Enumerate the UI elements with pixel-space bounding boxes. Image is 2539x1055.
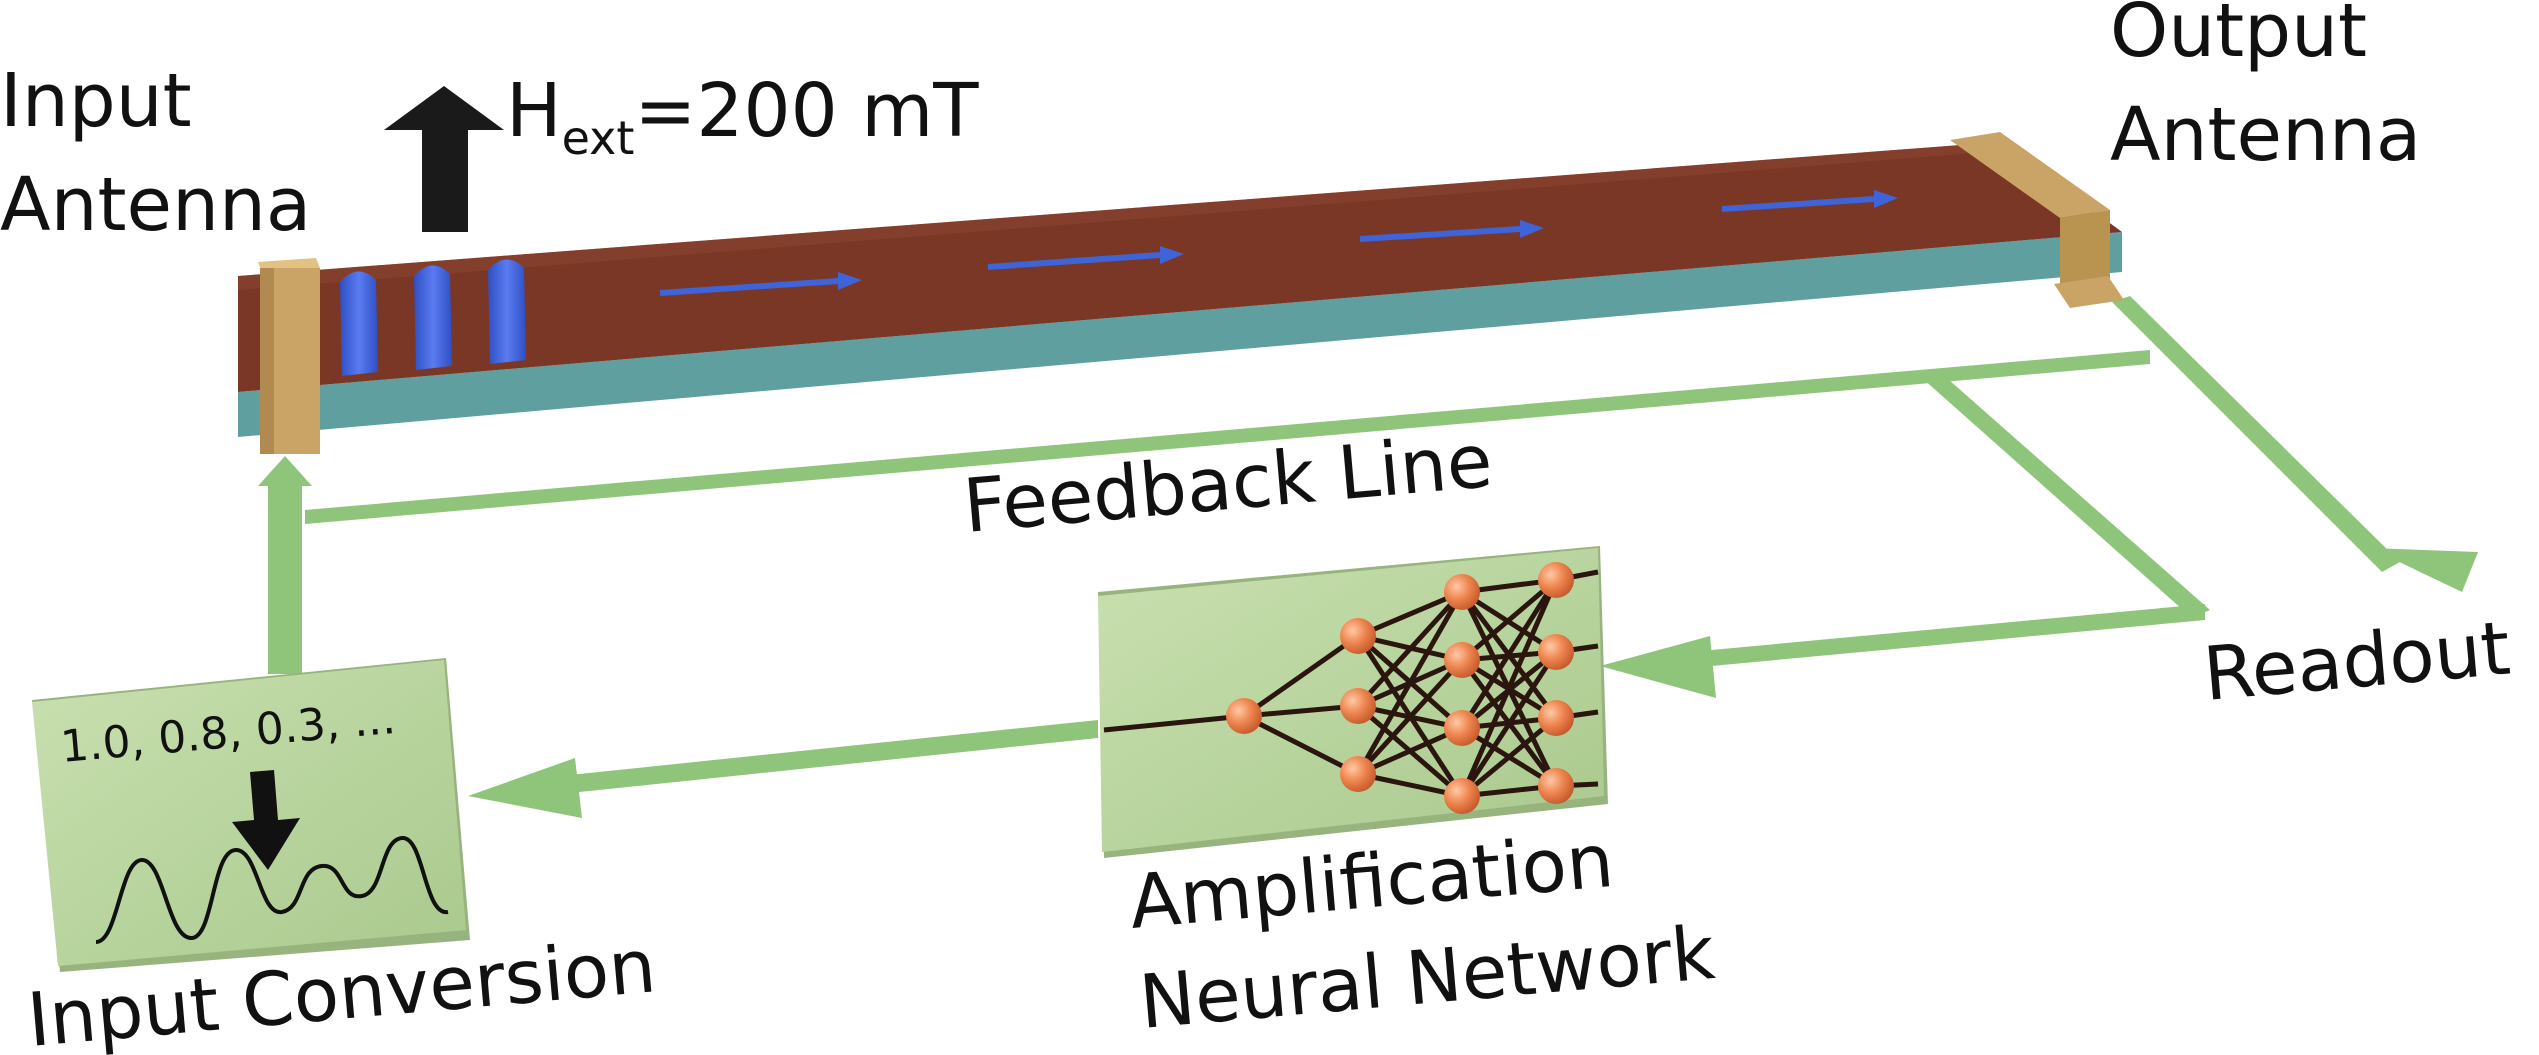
output-antenna [1950,132,2124,308]
propagation-arrow [1360,220,1544,242]
feedback-paths [258,296,2478,818]
neuron-node [1340,618,1376,654]
neuron-node [1444,574,1480,610]
input-conversion-face [32,660,466,966]
neuron-node [1538,634,1574,670]
output-to-readout-line [2112,296,2400,572]
output-antenna-top [1950,132,2110,218]
field-arrow-icon [384,86,504,232]
propagation-arrow [660,272,862,296]
field-symbol: H [506,68,562,154]
neuron-node [1538,562,1574,598]
conversion-down-arrow-icon [232,770,300,870]
neuron-node [1340,688,1376,724]
feedback-line-top [305,350,2150,524]
spin-wave-stripe [340,271,378,376]
neuron-node [1226,698,1262,734]
field-subscript: ext [562,111,635,165]
external-field-label: Hext=200 mT [506,68,979,165]
propagation-arrow [988,246,1184,270]
input-conversion-panel: 1.0, 0.8, 0.3, ... [32,658,470,972]
propagation-arrow [1722,190,1898,212]
readout-arrowhead [2370,548,2478,592]
spin-wave-stripes [340,259,526,376]
input-antenna-label-line2: Antenna [0,162,311,248]
network-neurons [1226,562,1574,814]
propagation-arrows [660,190,1898,296]
conversion-to-antenna-line [268,478,302,674]
nn-to-conversion-line [560,720,1098,794]
waveguide-side [238,232,2122,437]
output-antenna-label-line1: Output [2110,0,2367,74]
output-antenna-label-line2: Antenna [2110,92,2421,178]
network-connections [1103,569,1599,799]
neuron-node [1444,778,1480,814]
neuron-node [1538,700,1574,736]
neuron-node [1538,768,1574,804]
branch-line [1922,372,2210,618]
waveform-icon [95,836,449,944]
neuron-node [1340,756,1376,792]
input-antenna-label-line1: Input [0,58,192,144]
neuron-node [1444,710,1480,746]
junction-to-nn-line [1690,604,2205,668]
readout-label: Readout [2200,605,2513,717]
nn-input-arrowhead [1600,636,1716,698]
antenna-input-arrowhead [258,456,312,486]
neural-network-panel [1098,546,1608,858]
input-antenna [258,258,320,454]
spin-wave-stripe [414,265,452,370]
spin-wave-stripe [488,259,526,364]
field-value: =200 mT [634,68,979,154]
waveguide-top [238,142,2122,392]
neuron-node [1444,642,1480,678]
waveguide [238,142,2122,437]
conversion-arrowhead [468,758,582,818]
